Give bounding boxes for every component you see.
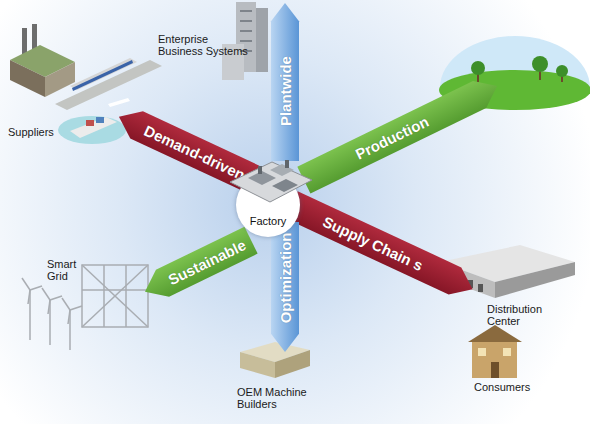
plantwide-arrow: Plantwide [271,3,299,161]
suppliers-illustration-part [22,28,27,54]
field-illustration-part [471,61,485,75]
suppliers-illustration-part [108,98,130,107]
oem-machine [240,342,310,378]
smart-grid-illustration-part [82,265,148,327]
illustration-label: Smart Grid [47,258,87,282]
illustration-label: Distribution Center [487,303,557,327]
factory-model-part [270,164,294,176]
factory-model [230,160,312,202]
smart-grid-illustration-part [62,298,70,310]
consumers-house-part [503,348,511,356]
smart-grid-illustration-part [103,265,105,327]
factory-circle: Factory [236,173,300,237]
illustration-label: Enterprise Business Systems [158,33,250,57]
suppliers-illustration-part [58,116,126,144]
smart-grid-illustration-part [70,306,82,310]
arrow-band [138,227,257,306]
suppliers-illustration-part [10,60,45,97]
distribution-center-illustration-part [495,262,575,298]
arrow-label: Optimization [271,222,299,352]
arrow-band [285,191,479,303]
consumers-house [468,325,522,378]
smart-grid-illustration-part [125,265,127,327]
factory-model-part [258,166,262,174]
distribution-center-illustration-part [478,284,483,292]
smart-grid-illustration-part [28,290,30,304]
smart-grid-illustration-part [82,289,148,291]
consumers-house-part [472,340,517,378]
suppliers-illustration-part [72,60,133,91]
smart-grid-illustration-part [30,286,42,290]
enterprise-building-part [240,30,252,32]
field-illustration-part [556,65,568,77]
factory-model-part [272,179,298,192]
suppliers-illustration-part [70,117,117,138]
suppliers-illustration-part [70,58,137,90]
smart-grid-illustration-part [68,310,70,324]
enterprise-building-part [240,20,252,22]
optimization-arrow: Optimization [271,222,299,352]
smart-grid-illustration-part [82,265,148,327]
illustration-label: OEM Machine Builders [237,386,309,410]
oem-machine-part [240,352,275,378]
enterprise-building-part [240,40,252,42]
arrow-label: Plantwide [271,3,299,161]
arrow-band [271,3,299,161]
node-label: Factory [236,215,300,227]
field-illustration-part [532,56,548,72]
consumers-house-part [478,348,486,356]
factory-model-part [230,162,312,202]
illustration-label: Consumers [474,381,554,393]
enterprise-building [222,2,268,80]
smart-grid-illustration-part [42,288,50,300]
suppliers-illustration-part [86,120,94,126]
factory-model-part [248,171,276,185]
smart-grid-illustration-part [82,265,148,327]
suppliers-illustration-part [45,62,75,97]
smart-grid-illustration-part [48,300,50,314]
smart-grid-illustration-part [22,278,30,290]
factory-model-part [285,160,289,168]
enterprise-building-part [256,8,268,72]
oem-machine-part [275,350,310,378]
enterprise-building-part [240,10,252,12]
suppliers-illustration-part [96,117,104,123]
consumers-house-part [468,325,522,342]
arrow-band [113,103,260,193]
smart-grid-illustration-part [50,296,62,300]
arrow-band [297,72,503,193]
arrow-band [271,222,299,352]
smart-grid-illustration [22,265,148,350]
consumers-house-part [491,362,499,378]
illustration-label: Suppliers [8,126,78,138]
